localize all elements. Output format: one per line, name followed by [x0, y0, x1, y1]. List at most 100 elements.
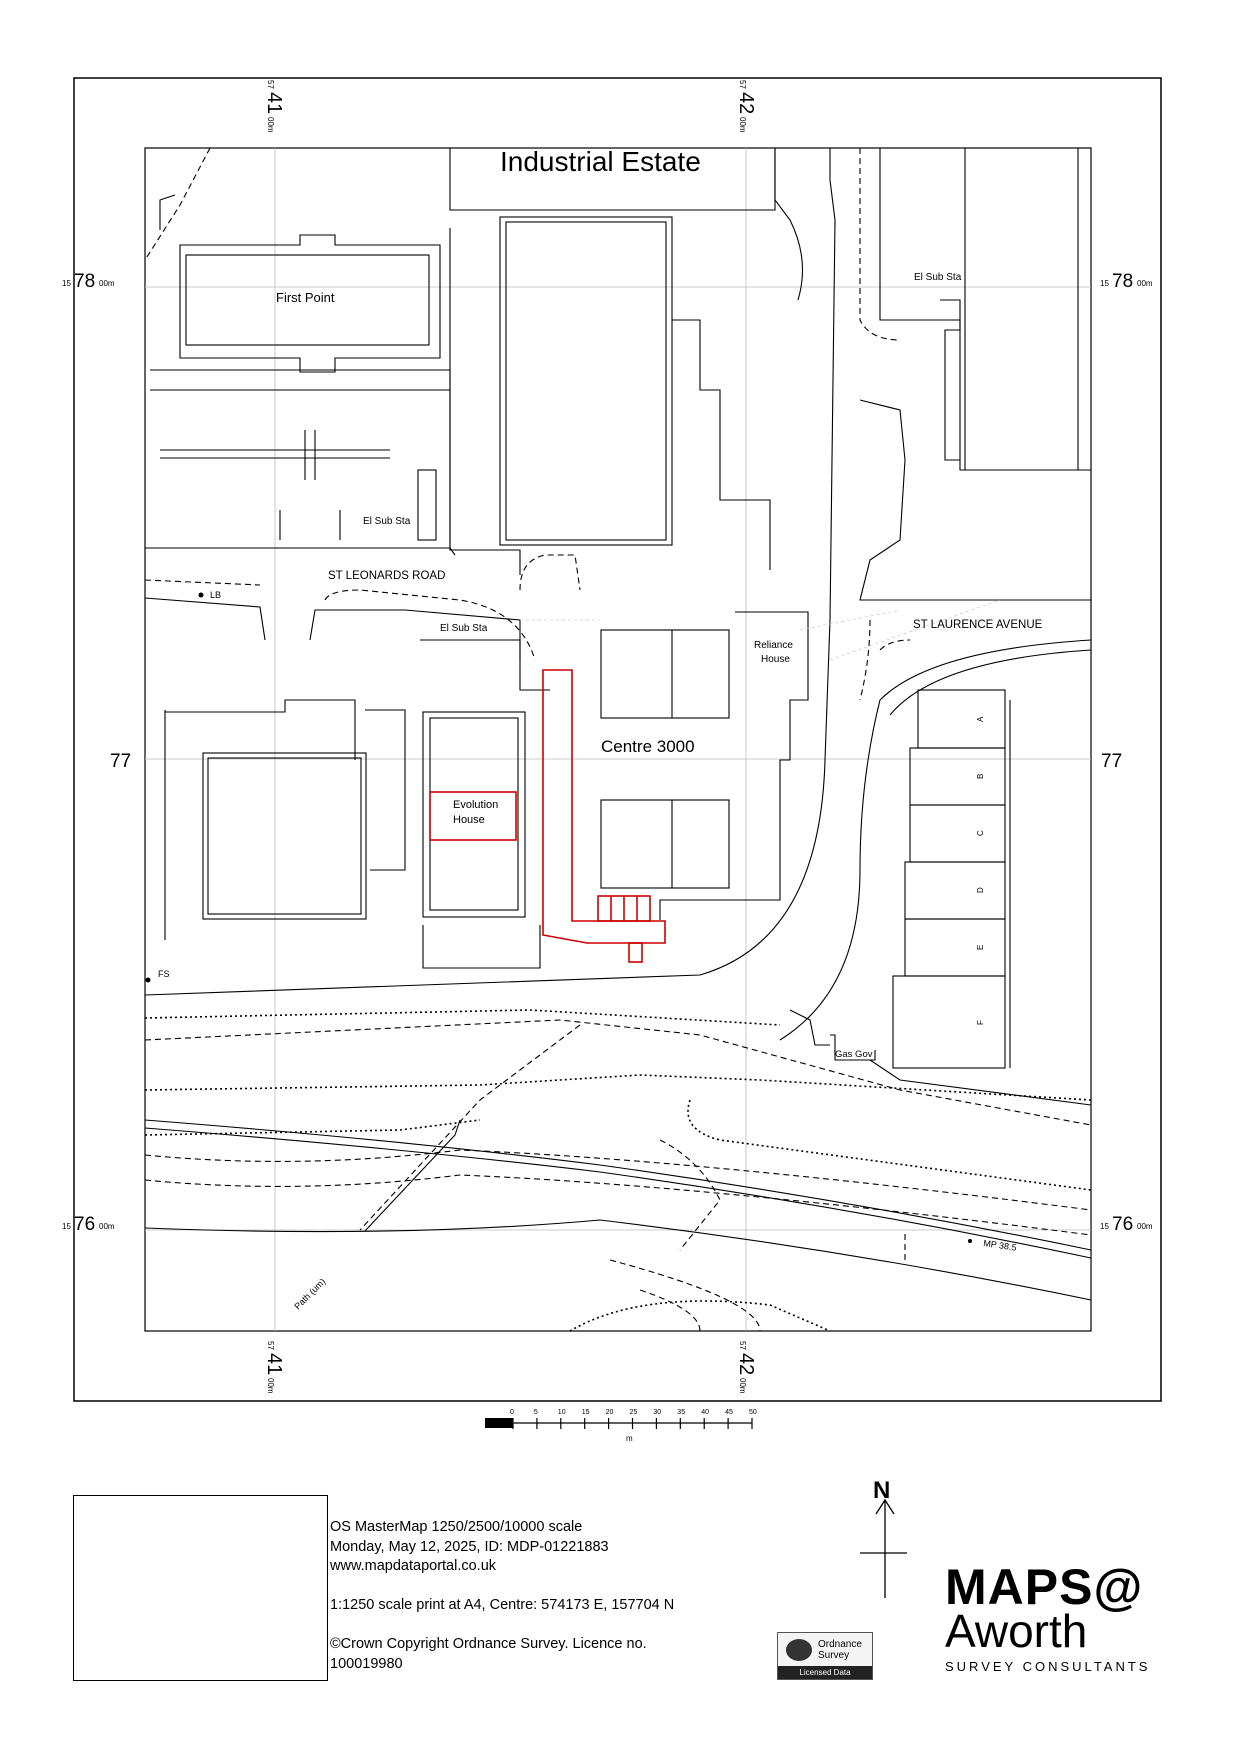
- label-unit-c: C: [976, 830, 985, 836]
- grid-label-right-76: 15 76 00m: [1100, 1214, 1153, 1235]
- label-centre-3000: Centre 3000: [601, 737, 695, 756]
- scale-tick-label: 30: [653, 1409, 661, 1416]
- label-unit-a: A: [976, 716, 985, 722]
- label-el-sub-sta-3: El Sub Sta: [440, 623, 488, 634]
- svg-text:57: 57: [738, 80, 747, 89]
- scale-bar: 0 5 10 15 20 25 30 35 40 45 50 m: [485, 1409, 757, 1443]
- label-path-um: Path (um): [292, 1276, 327, 1311]
- svg-text:00m: 00m: [99, 1222, 115, 1231]
- label-unit-f: F: [976, 1020, 985, 1025]
- brand-logo: MAPS@ Aworth SURVEY CONSULTANTS: [945, 1559, 1165, 1674]
- scale-tick-label: 20: [606, 1409, 614, 1416]
- svg-text:00m: 00m: [266, 1378, 275, 1394]
- label-reliance-1: Reliance: [754, 640, 793, 651]
- svg-text:00m: 00m: [266, 117, 275, 133]
- info-line-4: 1:1250 scale print at A4, Centre: 574173…: [330, 1597, 675, 1613]
- label-mp: MP 38.5: [983, 1238, 1017, 1253]
- info-line-3: www.mapdataportal.co.uk: [330, 1558, 497, 1574]
- svg-text:57: 57: [266, 1341, 275, 1350]
- scale-tick-label: 0: [510, 1409, 514, 1416]
- grid-label-bottom-right: 57 42 00m: [735, 1341, 757, 1394]
- ordnance-survey-badge: Ordnance Survey Licensed Data: [777, 1632, 873, 1680]
- brand-line-1: MAPS@: [945, 1559, 1144, 1615]
- info-line-6: 100019980: [330, 1655, 403, 1672]
- label-lb: LB: [210, 590, 221, 600]
- svg-text:15: 15: [1100, 279, 1109, 288]
- svg-text:00m: 00m: [99, 279, 115, 288]
- scale-tick-label: 5: [534, 1409, 538, 1416]
- svg-text:00m: 00m: [1137, 1222, 1153, 1231]
- lb-marker: [198, 592, 204, 598]
- svg-text:76: 76: [1112, 1214, 1133, 1235]
- label-el-sub-sta-1: El Sub Sta: [914, 272, 962, 283]
- svg-text:78: 78: [74, 271, 95, 292]
- grid-lines: [145, 148, 1091, 1331]
- scale-unit: m: [626, 1434, 633, 1443]
- map-features: [144, 148, 1092, 1301]
- label-evolution-1: Evolution: [453, 799, 498, 811]
- label-first-point: First Point: [276, 290, 335, 305]
- scale-tick-label: 10: [558, 1409, 566, 1416]
- label-industrial-estate: Industrial Estate: [500, 146, 701, 177]
- fs-marker: [145, 977, 151, 983]
- grid-label-top-left: 57 41 00m: [263, 80, 285, 133]
- mp-marker: [968, 1239, 972, 1243]
- svg-text:41: 41: [263, 1353, 285, 1375]
- scale-tick-label: 15: [582, 1409, 590, 1416]
- info-line-2: Monday, May 12, 2025, ID: MDP-01221883: [330, 1538, 609, 1555]
- grid-label-right-77: 77: [1101, 751, 1122, 772]
- svg-text:00m: 00m: [1137, 279, 1153, 288]
- map-outer-frame: [73, 77, 1162, 1402]
- map-paving-lines: [520, 599, 1001, 661]
- label-st-laurence-avenue: ST LAURENCE AVENUE: [913, 619, 1043, 631]
- label-reliance-2: House: [761, 654, 790, 665]
- label-unit-e: E: [976, 945, 985, 950]
- svg-text:57: 57: [738, 1341, 747, 1350]
- svg-text:76: 76: [74, 1214, 95, 1235]
- label-st-leonards-road: ST LEONARDS ROAD: [328, 570, 445, 582]
- svg-text:42: 42: [735, 1353, 757, 1375]
- grid-label-right-78: 15 78 00m: [1100, 271, 1153, 292]
- label-evolution-2: House: [453, 814, 485, 826]
- north-label: N: [873, 1477, 890, 1504]
- north-arrow: [860, 1498, 907, 1598]
- grid-label-bottom-left: 57 41 00m: [263, 1341, 285, 1394]
- info-line-5: ©Crown Copyright Ordnance Survey. Licenc…: [330, 1636, 647, 1652]
- scale-tick-label: 25: [630, 1409, 638, 1416]
- info-blank-box: [73, 1495, 328, 1681]
- scale-tick-label: 40: [701, 1409, 709, 1416]
- label-gas-gov: Gas Gov: [835, 1049, 873, 1060]
- os-name-line-2: Survey: [818, 1650, 850, 1661]
- svg-text:15: 15: [1100, 1222, 1109, 1231]
- map-dotted-features: [144, 1009, 1092, 1332]
- svg-text:15: 15: [62, 279, 71, 288]
- svg-text:78: 78: [1112, 271, 1133, 292]
- svg-text:00m: 00m: [738, 1378, 747, 1394]
- label-unit-b: B: [976, 774, 985, 779]
- os-licensed-label: Licensed Data: [778, 1666, 872, 1679]
- site-boundary: [429, 669, 666, 963]
- map-inner-frame: [144, 147, 1092, 1332]
- brand-line-3: SURVEY CONSULTANTS: [945, 1659, 1151, 1674]
- grid-label-left-78: 15 78 00m: [62, 271, 115, 292]
- svg-text:15: 15: [62, 1222, 71, 1231]
- svg-text:42: 42: [735, 92, 757, 114]
- ordnance-survey-logo-icon: [786, 1639, 812, 1661]
- grid-label-left-76: 15 76 00m: [62, 1214, 115, 1235]
- label-unit-d: D: [976, 887, 985, 893]
- svg-text:57: 57: [266, 80, 275, 89]
- scale-tick-label: 35: [677, 1409, 685, 1416]
- map-dashed-features: [144, 147, 1092, 1332]
- info-block: OS MasterMap 1250/2500/10000 scale Monda…: [330, 1518, 674, 1674]
- grid-label-left-77: 77: [110, 751, 131, 772]
- svg-text:41: 41: [263, 92, 285, 114]
- svg-text:00m: 00m: [738, 117, 747, 133]
- scale-tick-label: 50: [749, 1409, 757, 1416]
- label-fs: FS: [158, 969, 170, 979]
- os-name-line-1: Ordnance: [818, 1639, 862, 1650]
- scale-tick-label: 45: [725, 1409, 733, 1416]
- grid-label-top-right: 57 42 00m: [735, 80, 757, 133]
- label-el-sub-sta-2: El Sub Sta: [363, 516, 411, 527]
- brand-line-2: Aworth: [945, 1605, 1088, 1657]
